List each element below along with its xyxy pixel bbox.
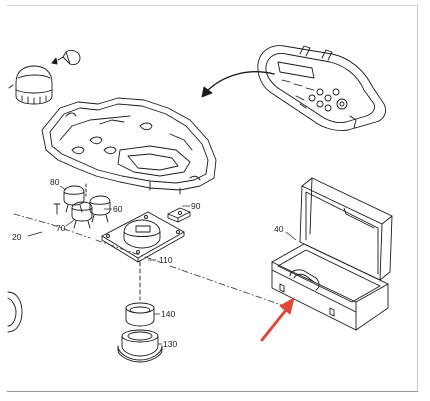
lamp-dome-part (8, 65, 53, 105)
label-90: 90 (191, 201, 201, 211)
label-110: 110 (159, 255, 173, 265)
label-70: 70 (56, 223, 66, 233)
label-80: 80 (50, 177, 60, 187)
part-60-knob (89, 195, 111, 223)
part-80-knob (53, 185, 85, 215)
part-140-ring (125, 302, 155, 327)
page-frame (7, 5, 418, 391)
part-90-bracket (167, 207, 191, 223)
label-130: 130 (163, 339, 177, 349)
label-20: 20 (12, 232, 22, 242)
main-housing-part (41, 97, 217, 195)
alignment-line (13, 213, 291, 309)
label-60: 60 (113, 204, 123, 214)
bottom-divider (7, 391, 418, 392)
part-40-carry-case (271, 177, 393, 331)
part-130-cup (117, 329, 163, 363)
bulb-part (57, 49, 81, 66)
red-pointer-arrow (260, 308, 288, 342)
label-40: 40 (274, 224, 284, 234)
label-140: 140 (161, 309, 175, 319)
keypad-controller-part (257, 45, 387, 131)
part-70-knob (71, 201, 93, 229)
left-partial-object (7, 291, 23, 333)
curved-pointer-arrow (205, 71, 275, 93)
